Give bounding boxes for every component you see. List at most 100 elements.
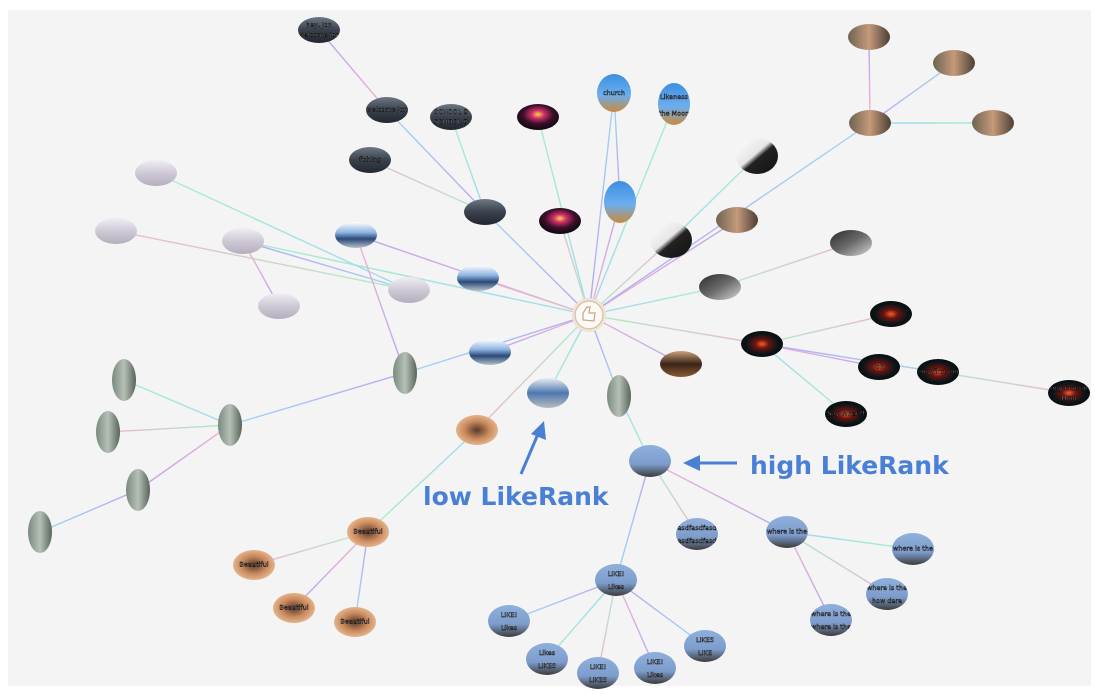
low-likerank-label: low LikeRank xyxy=(423,482,609,511)
node-woman3[interactable] xyxy=(933,50,975,76)
node-pipe7[interactable] xyxy=(28,511,52,553)
node-snow1[interactable] xyxy=(135,160,177,186)
graph-edge xyxy=(155,172,410,291)
node-water-hub[interactable] xyxy=(464,199,506,225)
node-otter4[interactable]: Beautiful xyxy=(334,607,376,637)
node-woman1[interactable] xyxy=(716,207,758,233)
node-woman4[interactable] xyxy=(972,110,1014,136)
graph-edge xyxy=(868,36,871,124)
car-thumbnail xyxy=(527,378,569,408)
graph-edge xyxy=(369,159,486,213)
node-pipe3[interactable] xyxy=(112,359,136,401)
bird-thumbnail xyxy=(866,578,908,610)
node-laptop1[interactable] xyxy=(830,230,872,256)
node-space3[interactable]: Jenny first time xyxy=(912,359,963,385)
bird-thumbnail xyxy=(577,657,619,689)
node-caption: LIKE! xyxy=(608,570,625,578)
node-harbor2[interactable] xyxy=(457,265,499,291)
node-bird3[interactable]: where is the xyxy=(892,533,934,565)
node-otter-hub[interactable]: Beautiful xyxy=(347,517,389,547)
node-caption: church xyxy=(603,89,625,97)
node-fireworks2[interactable] xyxy=(539,208,581,234)
pipe-thumbnail xyxy=(218,404,242,446)
node-otter1[interactable] xyxy=(456,415,498,445)
node-space2[interactable]: Joh xyxy=(858,354,900,380)
graph-edge xyxy=(242,240,410,291)
church-tower-thumbnail xyxy=(658,83,690,125)
graph-edge xyxy=(123,379,231,426)
node-caption: Jenny first time xyxy=(912,367,963,375)
node-hub[interactable] xyxy=(572,298,606,332)
graph-edge xyxy=(39,489,139,533)
node-car[interactable] xyxy=(527,378,569,408)
node-caption: Likeness xyxy=(660,93,688,101)
chest-thumbnail xyxy=(660,351,702,377)
node-bird2[interactable]: where is the xyxy=(766,516,808,548)
node-church[interactable]: church xyxy=(597,74,631,112)
node-woman2[interactable] xyxy=(848,24,890,50)
node-bird9[interactable]: LIKE!Likes xyxy=(634,652,676,684)
node-bird8[interactable]: LIKE!LIKES xyxy=(577,657,619,689)
node-space4[interactable]: Say What?! xyxy=(825,401,867,427)
node-otter3[interactable]: Beautiful xyxy=(273,593,315,623)
node-shoe2[interactable] xyxy=(650,222,692,258)
node-snow4[interactable] xyxy=(258,293,300,319)
node-fishing[interactable]: fishing xyxy=(349,147,391,173)
node-pipe5[interactable] xyxy=(126,469,150,511)
graph-edge xyxy=(484,211,590,316)
bird-thumbnail xyxy=(684,630,726,662)
low-likerank-arrow xyxy=(519,421,546,475)
node-caption: SCHOOL B xyxy=(434,118,468,126)
node-space-hub[interactable] xyxy=(741,331,783,357)
node-harbor1[interactable] xyxy=(335,222,377,248)
otter-thumbnail xyxy=(347,517,389,547)
node-bird6[interactable]: LIKE!Likes xyxy=(488,605,530,637)
node-pipe2[interactable] xyxy=(218,404,242,446)
graph-edge xyxy=(649,460,788,533)
node-snow3[interactable] xyxy=(388,277,430,303)
graph-edge xyxy=(588,286,721,316)
node-church2[interactable] xyxy=(604,181,636,223)
node-bird-like[interactable]: LIKE! Likes xyxy=(595,564,637,596)
node-pipe1[interactable] xyxy=(393,352,417,394)
node-bird-hub[interactable] xyxy=(629,445,671,477)
node-snow2[interactable] xyxy=(95,218,137,244)
node-laptop2[interactable] xyxy=(699,274,741,300)
snow-thumbnail xyxy=(388,277,430,303)
node-space1[interactable] xyxy=(870,301,912,327)
node-pipe6[interactable] xyxy=(607,375,631,417)
node-welcome2[interactable]: welcome Jon xyxy=(366,97,408,123)
node-caption: Likes xyxy=(608,583,625,591)
graph-edge xyxy=(137,424,231,491)
node-caption: Beautiful xyxy=(340,618,369,626)
node-harbor3[interactable] xyxy=(469,339,511,365)
edge-layer xyxy=(39,29,1070,674)
node-snow-hub[interactable] xyxy=(222,228,264,254)
node-otter2[interactable]: Beautiful xyxy=(233,550,275,580)
dark-water-thumbnail xyxy=(298,17,340,43)
node-caption: Beautiful xyxy=(353,528,382,536)
node-woman-hub[interactable] xyxy=(849,110,891,136)
graph-edge xyxy=(761,343,847,415)
node-shoe1[interactable] xyxy=(736,138,778,174)
graph-edge xyxy=(386,109,486,213)
node-caption: Beautiful xyxy=(279,604,308,612)
graph-edge xyxy=(367,429,478,533)
harbor-thumbnail xyxy=(457,265,499,291)
node-fireworks1[interactable] xyxy=(517,104,559,130)
node-pipe4[interactable] xyxy=(96,411,120,453)
node-caption: fishing xyxy=(359,155,381,163)
graph-edge xyxy=(869,62,955,124)
graph-edge xyxy=(588,92,615,316)
node-chest[interactable] xyxy=(660,351,702,377)
node-caption: where is the xyxy=(767,528,807,536)
